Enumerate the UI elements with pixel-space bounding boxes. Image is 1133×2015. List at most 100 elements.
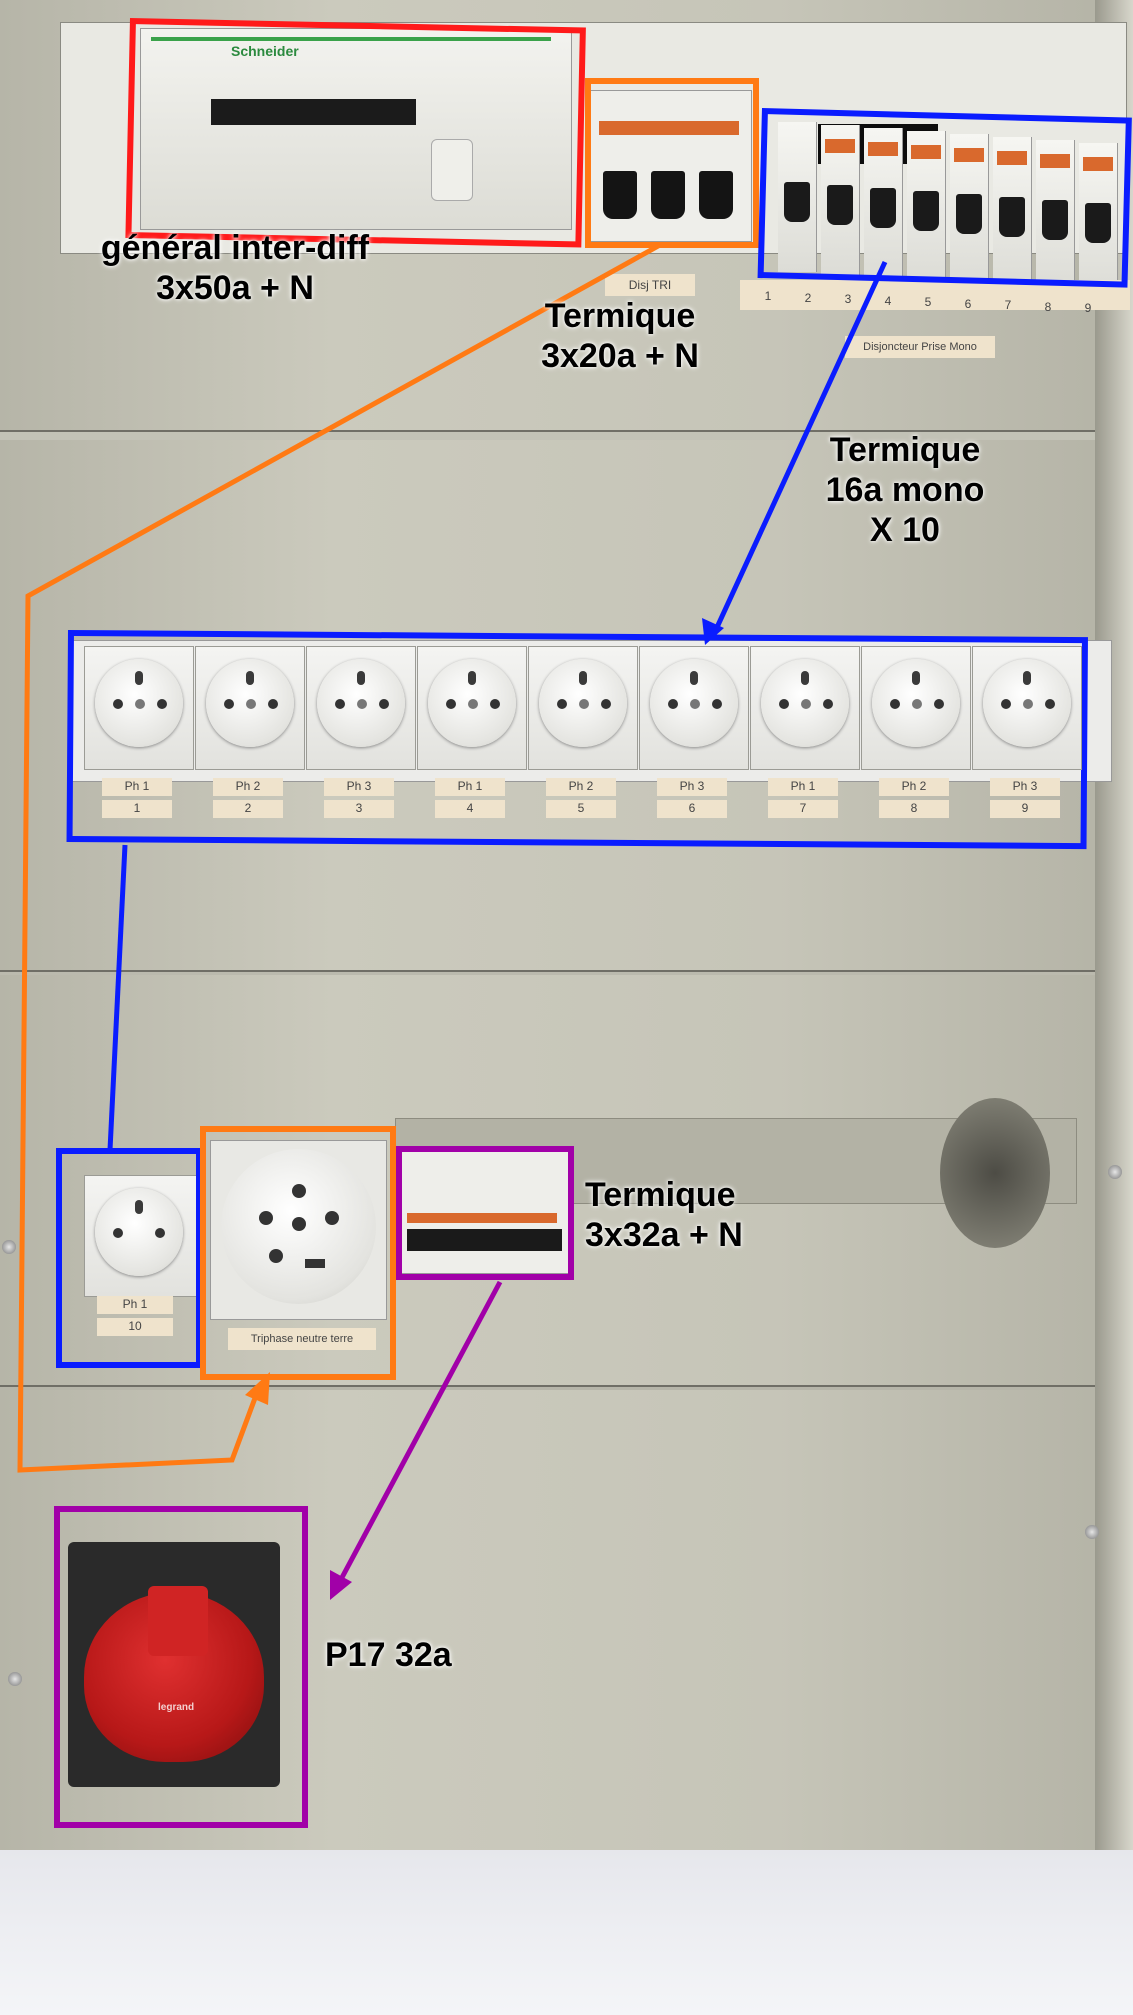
orange-connector (17, 242, 662, 1473)
socket-hole (268, 699, 278, 709)
breaker-number-label: 2 (804, 290, 812, 305)
socket-9[interactable] (972, 646, 1082, 770)
socket-10[interactable] (84, 1175, 198, 1297)
socket-hole (668, 699, 678, 709)
mono-breaker[interactable] (950, 134, 989, 284)
annotation-line: Termique (585, 1176, 736, 1214)
socket-hole (823, 699, 833, 709)
breaker-toggle[interactable] (870, 188, 896, 228)
annotation-line: 3x32a + N (585, 1216, 743, 1254)
annotation-line: Termique (829, 431, 981, 469)
socket-number-label: 2 (213, 800, 283, 818)
earth-pin (579, 671, 587, 685)
test-button[interactable] (431, 139, 473, 201)
green-stripe (151, 37, 551, 41)
p17-lid[interactable] (148, 1586, 208, 1656)
tri-breaker[interactable] (590, 90, 752, 242)
socket-phase-label: Ph 3 (324, 778, 394, 796)
socket-hole (934, 699, 944, 709)
socket-hole (157, 699, 167, 709)
breaker-toggle[interactable] (1085, 203, 1111, 243)
mono-breaker[interactable] (778, 122, 817, 272)
breaker-toggle[interactable] (784, 182, 810, 222)
breaker-brand-tag (1040, 154, 1070, 168)
annotation-line: 16a mono (825, 471, 985, 509)
socket-2[interactable] (195, 646, 305, 770)
breaker-number-label: 5 (924, 295, 932, 309)
socket-hole (779, 699, 789, 709)
socket-hole (292, 1184, 306, 1198)
earth-pin (357, 671, 365, 685)
socket-hole (712, 699, 722, 709)
disj-mono-label: Disjoncteur Prise Mono (845, 336, 995, 358)
socket-face (95, 659, 183, 747)
breaker-toggle[interactable] (1042, 200, 1068, 240)
socket-face (983, 659, 1071, 747)
mono-breaker[interactable] (907, 131, 946, 281)
breaker-toggle-bar[interactable] (407, 1229, 562, 1251)
breaker-number-label: 6 (964, 296, 972, 311)
annotation-line: 3x20a + N (541, 337, 699, 375)
socket-hole (155, 1228, 165, 1238)
purple-arrowhead (330, 1570, 352, 1600)
socket-1[interactable] (84, 646, 194, 770)
socket-phase-label: Ph 3 (657, 778, 727, 796)
earth-pin (801, 671, 809, 685)
socket-phase-label: Ph 2 (546, 778, 616, 796)
main-switch[interactable]: Schneider (140, 28, 572, 230)
brand-logo: Schneider (231, 43, 299, 59)
socket-hole (335, 699, 345, 709)
socket-face (761, 659, 849, 747)
switch-handle-bar[interactable] (211, 99, 416, 125)
socket-face (95, 1188, 183, 1276)
earth-pin (135, 671, 143, 685)
socket-5[interactable] (528, 646, 638, 770)
breaker-toggle[interactable] (913, 191, 939, 231)
socket-7[interactable] (750, 646, 860, 770)
socket-hole (325, 1211, 339, 1225)
socket-hole (601, 699, 611, 709)
mono-breaker[interactable] (864, 128, 903, 278)
triphase-socket[interactable] (210, 1140, 387, 1320)
breaker-toggle[interactable] (651, 171, 685, 219)
socket-3[interactable] (306, 646, 416, 770)
socket-face (650, 659, 738, 747)
socket-phase-label: Ph 2 (213, 778, 283, 796)
socket-hole (1045, 699, 1055, 709)
breaker-toggle[interactable] (999, 197, 1025, 237)
breaker-brand-tag (911, 145, 941, 159)
socket-4[interactable] (417, 646, 527, 770)
socket-hole (113, 699, 123, 709)
breaker-toggle[interactable] (603, 171, 637, 219)
breaker-toggle[interactable] (827, 185, 853, 225)
breaker-32a-annotation: Termique 3x32a + N (585, 1175, 765, 1255)
blue-connector-socket10 (107, 844, 128, 1151)
socket-number-label: 3 (324, 800, 394, 818)
socket-phase-label: Ph 1 (102, 778, 172, 796)
tri-breaker-annotation: Termique 3x20a + N (520, 296, 720, 376)
breaker-number-label: 9 (1084, 301, 1092, 315)
socket-hole (557, 699, 567, 709)
breaker-brand-tag (997, 151, 1027, 165)
socket-6[interactable] (639, 646, 749, 770)
triphase-label: Triphase neutre terre (228, 1328, 376, 1350)
breaker-toggle[interactable] (699, 171, 733, 219)
socket-number-label: 6 (657, 800, 727, 818)
socket-number-label: 9 (990, 800, 1060, 818)
earth-pin (690, 671, 698, 685)
socket-hole (113, 1228, 123, 1238)
earth-pin (246, 671, 254, 685)
earth-pin (468, 671, 476, 685)
socket-hole (224, 699, 234, 709)
socket-8[interactable] (861, 646, 971, 770)
mono-breaker[interactable] (1036, 140, 1075, 290)
breaker-number-label: 4 (884, 293, 892, 308)
mono-breaker[interactable] (1079, 143, 1118, 293)
socket-number-label: 7 (768, 800, 838, 818)
mono-breaker-annotation: Termique 16a mono X 10 (800, 430, 1010, 550)
mono-breaker[interactable] (993, 137, 1032, 287)
breaker-toggle[interactable] (956, 194, 982, 234)
mono-breaker[interactable] (821, 125, 860, 275)
mono-breaker-row (768, 112, 1128, 293)
socket-10-highlight (56, 1148, 202, 1368)
